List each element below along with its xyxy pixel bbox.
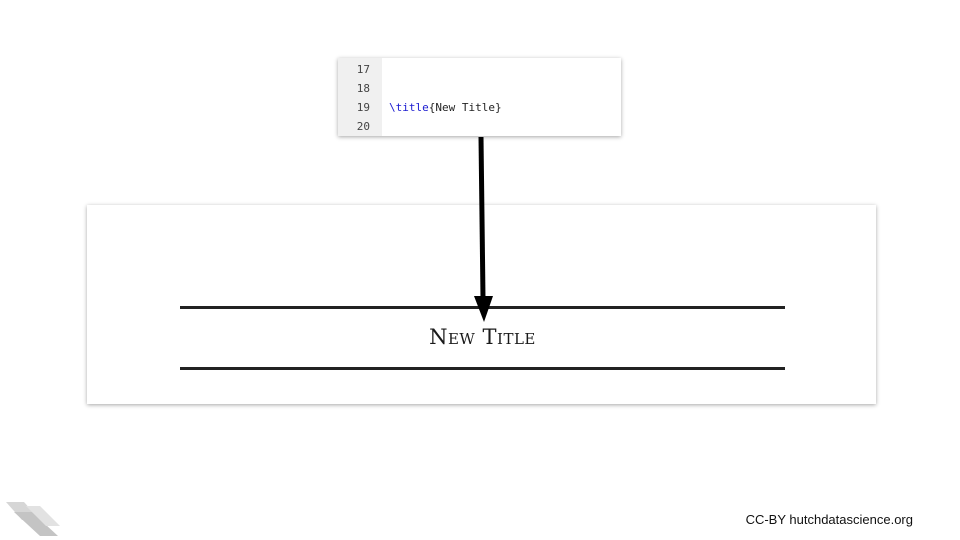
code-editor-panel: 17 18 19 20 \title{New Title} xyxy=(338,58,621,136)
line-number: 18 xyxy=(356,82,370,95)
title-top-rule xyxy=(180,306,785,309)
code-line: \title{New Title} xyxy=(389,98,621,117)
code-line xyxy=(389,60,621,79)
line-number: 17 xyxy=(356,63,370,76)
license-credit: CC-BY hutchdatascience.org xyxy=(745,512,913,527)
line-number: 19 xyxy=(356,101,370,114)
code-line xyxy=(389,117,621,136)
hutch-logo-icon xyxy=(6,502,60,536)
latex-argument: {New Title} xyxy=(428,101,502,114)
code-line xyxy=(389,79,621,98)
code-area: \title{New Title} xyxy=(382,58,621,136)
line-number-gutter: 17 18 19 20 xyxy=(338,58,382,136)
rendered-document-panel: New Title xyxy=(87,205,876,404)
latex-command: \title xyxy=(389,101,429,114)
document-title: New Title xyxy=(429,325,536,349)
line-number: 20 xyxy=(356,120,370,133)
title-bottom-rule xyxy=(180,367,785,370)
